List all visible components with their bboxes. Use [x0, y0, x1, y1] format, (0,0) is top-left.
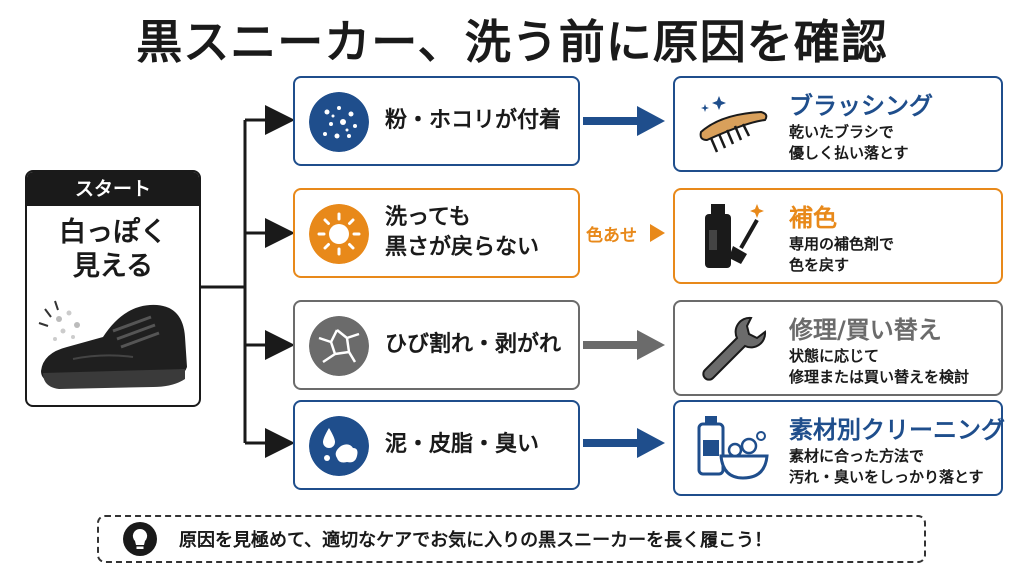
- cause-fade-box: 洗っても 黒さが戻らない: [293, 188, 580, 278]
- result-cleaning-desc-1: 素材に合った方法で: [789, 447, 925, 465]
- result-brushing-title: ブラッシング: [789, 92, 933, 120]
- cause-dust-label: 粉・ホコリが付着: [385, 108, 562, 133]
- dust-icon: [309, 92, 369, 152]
- cause-crack-box: ひび割れ・剥がれ: [293, 300, 580, 390]
- detergent-icon: [697, 416, 769, 480]
- brush-icon: [699, 96, 768, 153]
- arrow-stain: [583, 428, 665, 458]
- crack-icon: [309, 316, 369, 376]
- lightbulb-icon: [123, 522, 157, 556]
- result-recolor-title: 補色: [789, 204, 837, 232]
- start-line-2: 見える: [72, 251, 154, 282]
- start-line-1: 白っぽく: [59, 217, 167, 248]
- cause-crack-label: ひび割れ・剥がれ: [385, 332, 562, 357]
- fade-arrow-label: 色あせ: [586, 226, 637, 246]
- dye-bottle-icon: [705, 204, 764, 268]
- cause-stain-label: 泥・皮脂・臭い: [385, 432, 540, 457]
- result-recolor-desc-1: 専用の補色剤で: [789, 235, 895, 253]
- result-repair-box: 修理/買い替え 状態に応じて 修理または買い替えを検討: [673, 300, 1003, 396]
- cause-stain-box: 泥・皮脂・臭い: [293, 400, 580, 490]
- result-repair-desc-1: 状態に応じて: [789, 347, 880, 365]
- result-recolor-box: 補色 専用の補色剤で 色を戻す: [673, 188, 1003, 284]
- result-recolor-desc-2: 色を戻す: [789, 256, 850, 274]
- cause-fade-line-1: 洗っても: [385, 205, 471, 230]
- sun-icon: [309, 204, 369, 264]
- footer-text: 原因を見極めて、適切なケアでお気に入りの黒スニーカーを長く履こう！: [179, 530, 773, 551]
- arrow-dust: [583, 106, 665, 136]
- stain-icon: [309, 416, 369, 476]
- result-brushing-desc-2: 優しく払い落とす: [789, 144, 909, 162]
- result-cleaning-title: 素材別クリーニング: [789, 416, 1005, 444]
- page-title: 黒スニーカー、洗う前に原因を確認: [136, 15, 888, 69]
- start-box: スタート 白っぽく 見える: [25, 170, 201, 407]
- result-cleaning-desc-2: 汚れ・臭いをしっかり落とす: [789, 468, 984, 486]
- arrow-crack: [583, 330, 665, 360]
- cause-dust-box: 粉・ホコリが付着: [293, 76, 580, 166]
- result-brushing-desc-1: 乾いたブラシで: [789, 123, 894, 141]
- result-brushing-box: ブラッシング 乾いたブラシで 優しく払い落とす: [673, 76, 1003, 172]
- cause-fade-line-2: 黒さが戻らない: [385, 235, 540, 260]
- wrench-icon: [702, 316, 767, 381]
- result-repair-desc-2: 修理または買い替えを検討: [789, 368, 970, 386]
- result-cleaning-box: 素材別クリーニング 素材に合った方法で 汚れ・臭いをしっかり落とす: [673, 400, 1005, 496]
- black-sneaker-icon: [38, 300, 187, 389]
- result-repair-title: 修理/買い替え: [789, 316, 942, 344]
- footer-tip: 原因を見極めて、適切なケアでお気に入りの黒スニーカーを長く履こう！: [97, 515, 926, 563]
- start-header: スタート: [27, 172, 199, 206]
